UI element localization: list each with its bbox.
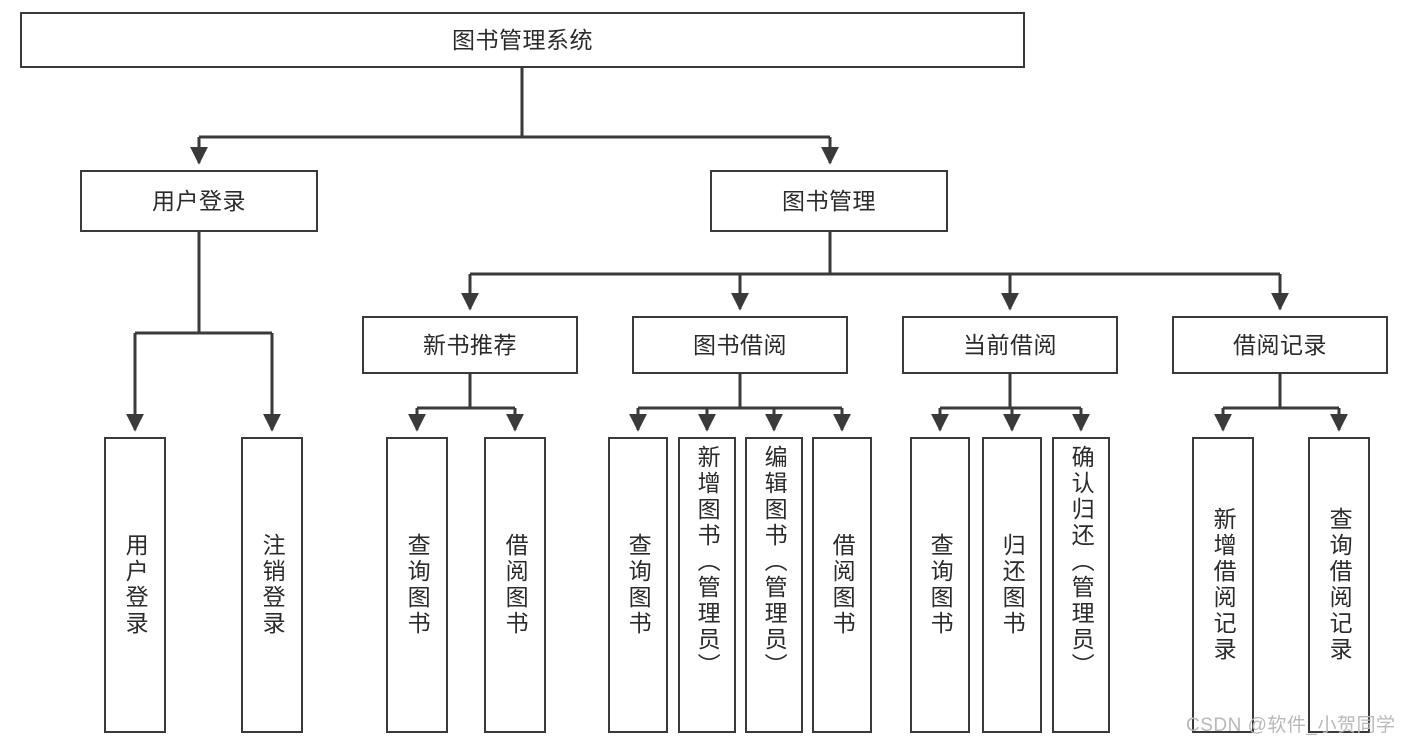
node-current-borrow[interactable]: 当前借阅 (902, 316, 1118, 374)
leaf-add-record[interactable]: 新增借阅记录 (1192, 437, 1254, 733)
node-borrow-record-label: 借阅记录 (1233, 331, 1327, 358)
leaf-return-book-label: 归还图书 (999, 533, 1026, 637)
node-book-borrow[interactable]: 图书借阅 (632, 316, 848, 374)
leaf-user-logout[interactable]: 注销登录 (241, 437, 303, 733)
node-book-manage-label: 图书管理 (782, 187, 876, 214)
leaf-add-book[interactable]: 新增图书（管理员） (678, 437, 736, 733)
leaf-query-book-2-label: 查询图书 (625, 533, 652, 637)
leaf-query-record-label: 查询借阅记录 (1326, 507, 1353, 663)
leaf-edit-book[interactable]: 编辑图书（管理员） (745, 437, 803, 733)
leaf-query-book-3-label: 查询图书 (927, 533, 954, 637)
node-user-login-label: 用户登录 (152, 187, 246, 214)
leaf-confirm-return-label: 确认归还（管理员） (1068, 445, 1095, 679)
leaf-borrow-book-2-label: 借阅图书 (829, 533, 856, 637)
node-root-label: 图书管理系统 (452, 26, 593, 53)
leaf-query-book-2[interactable]: 查询图书 (608, 437, 668, 733)
leaf-user-login[interactable]: 用户登录 (104, 437, 166, 733)
leaf-query-book-3[interactable]: 查询图书 (910, 437, 970, 733)
leaf-user-logout-label: 注销登录 (259, 533, 286, 637)
leaf-edit-book-label: 编辑图书（管理员） (761, 445, 788, 679)
node-current-borrow-label: 当前借阅 (963, 331, 1057, 358)
leaf-query-book-1-label: 查询图书 (404, 533, 431, 637)
node-new-book-recommend-label: 新书推荐 (423, 331, 517, 358)
leaf-return-book[interactable]: 归还图书 (982, 437, 1042, 733)
node-borrow-record[interactable]: 借阅记录 (1172, 316, 1388, 374)
watermark: CSDN @软件_小贺同学 (1186, 715, 1396, 736)
leaf-query-book-1[interactable]: 查询图书 (386, 437, 448, 733)
node-root[interactable]: 图书管理系统 (20, 12, 1025, 68)
leaf-query-record[interactable]: 查询借阅记录 (1308, 437, 1370, 733)
leaf-user-login-label: 用户登录 (122, 533, 149, 637)
leaf-confirm-return[interactable]: 确认归还（管理员） (1052, 437, 1110, 733)
leaf-borrow-book-1-label: 借阅图书 (502, 533, 529, 637)
node-book-borrow-label: 图书借阅 (693, 331, 787, 358)
node-new-book-recommend[interactable]: 新书推荐 (362, 316, 578, 374)
leaf-add-record-label: 新增借阅记录 (1210, 507, 1237, 663)
node-book-manage[interactable]: 图书管理 (710, 170, 948, 232)
leaf-borrow-book-2[interactable]: 借阅图书 (812, 437, 872, 733)
node-user-login[interactable]: 用户登录 (80, 170, 318, 232)
leaf-borrow-book-1[interactable]: 借阅图书 (484, 437, 546, 733)
leaf-add-book-label: 新增图书（管理员） (694, 445, 721, 679)
